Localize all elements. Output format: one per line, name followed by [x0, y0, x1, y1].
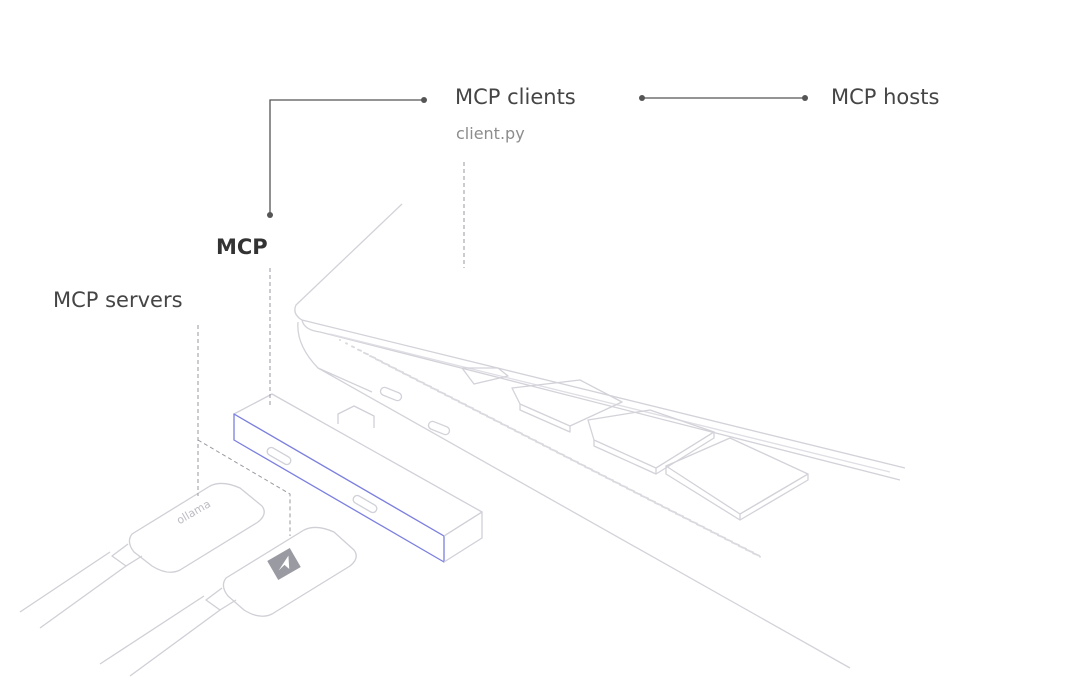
speaker-dot	[339, 339, 341, 341]
speaker-dot	[661, 505, 663, 508]
laptop-port-2	[427, 420, 451, 436]
speaker-dot	[731, 541, 733, 544]
hub-top	[233, 393, 483, 537]
laptop-key-1	[461, 367, 509, 385]
mcp-hub	[233, 393, 483, 563]
speaker-dot	[710, 530, 712, 533]
speaker-dot	[381, 361, 383, 364]
speaker-dot	[500, 422, 502, 425]
speaker-dot	[437, 390, 439, 393]
speaker-dot	[724, 537, 726, 540]
speaker-dot	[703, 527, 705, 529]
ollama-logo-mark: ollama	[174, 497, 213, 527]
speaker-dot	[556, 451, 558, 454]
speaker-dot	[521, 433, 523, 436]
speaker-dot	[402, 372, 404, 375]
speaker-dot	[479, 411, 481, 414]
mcp-servers-label: MCP servers	[53, 288, 183, 312]
speaker-dot	[388, 365, 390, 367]
client-file-label: client.py	[456, 124, 525, 143]
speaker-dot	[675, 512, 677, 515]
usb-connector-1: ollama	[19, 482, 265, 629]
hub-front	[233, 413, 445, 563]
speaker-dot	[584, 465, 586, 468]
callout-lines	[197, 95, 808, 536]
speaker-dot	[345, 342, 347, 345]
speaker-dot	[633, 491, 635, 493]
speaker-dot	[745, 548, 747, 551]
laptop-key-3	[587, 409, 715, 469]
speaker-dot	[363, 351, 365, 354]
laptop-lid	[294, 203, 403, 321]
arrow-logo-mark	[267, 547, 301, 581]
speaker-dot	[458, 401, 460, 403]
speaker-dot	[689, 519, 691, 522]
speaker-dot	[626, 487, 628, 490]
speaker-dot	[514, 429, 516, 432]
speaker-dot	[409, 375, 411, 378]
speaker-dot	[528, 437, 530, 439]
speaker-dot	[717, 534, 719, 537]
laptop-key-4	[665, 437, 809, 515]
speaker-dot	[493, 419, 495, 421]
hub-port-2	[352, 494, 378, 514]
laptop-deck	[301, 319, 906, 481]
speaker-dot	[591, 469, 593, 472]
speaker-dot	[619, 483, 621, 486]
speaker-dot	[416, 379, 418, 382]
speaker-dot	[351, 345, 353, 348]
servers-dashed-leader-2	[197, 439, 291, 536]
speaker-dot	[598, 473, 600, 475]
laptop	[294, 203, 906, 669]
mcp-to-clients-line	[269, 99, 424, 215]
speaker-dot	[640, 494, 642, 497]
speaker-dot	[612, 480, 614, 483]
speaker-dot	[430, 386, 432, 389]
speaker-dot	[654, 501, 656, 504]
speaker-dot	[647, 498, 649, 501]
speaker-dot	[738, 545, 740, 547]
laptop-key-2	[511, 379, 623, 427]
speaker-dot	[451, 397, 453, 400]
speaker-dot	[570, 458, 572, 461]
speaker-dot	[375, 358, 377, 361]
laptop-base	[297, 321, 851, 669]
mcp-label: MCP	[216, 235, 268, 259]
mcp-hosts-label: MCP hosts	[831, 85, 940, 109]
speaker-dot	[357, 348, 359, 351]
speaker-dot	[369, 355, 371, 357]
usb-connector-2	[99, 526, 357, 677]
hub-port-1	[266, 446, 292, 466]
speaker-dot	[752, 552, 754, 555]
speaker-dot	[696, 523, 698, 526]
speaker-dot	[465, 404, 467, 407]
mcp-clients-label: MCP clients	[455, 85, 576, 109]
speaker-dot	[486, 415, 488, 418]
laptop-speaker-grid	[339, 339, 761, 558]
speaker-dot	[549, 447, 551, 450]
speaker-dot	[759, 555, 761, 558]
speaker-dot	[542, 444, 544, 447]
laptop-port-1	[379, 386, 403, 402]
speaker-dot	[395, 368, 397, 371]
speaker-dot	[423, 383, 425, 385]
speaker-dot	[563, 455, 565, 457]
speaker-dot	[507, 426, 509, 429]
speaker-dot	[605, 476, 607, 479]
speaker-dot	[535, 440, 537, 443]
speaker-dot	[472, 408, 474, 411]
speaker-dot	[668, 509, 670, 511]
speaker-dot	[444, 393, 446, 396]
speaker-dot	[682, 516, 684, 519]
speaker-dot	[577, 462, 579, 465]
